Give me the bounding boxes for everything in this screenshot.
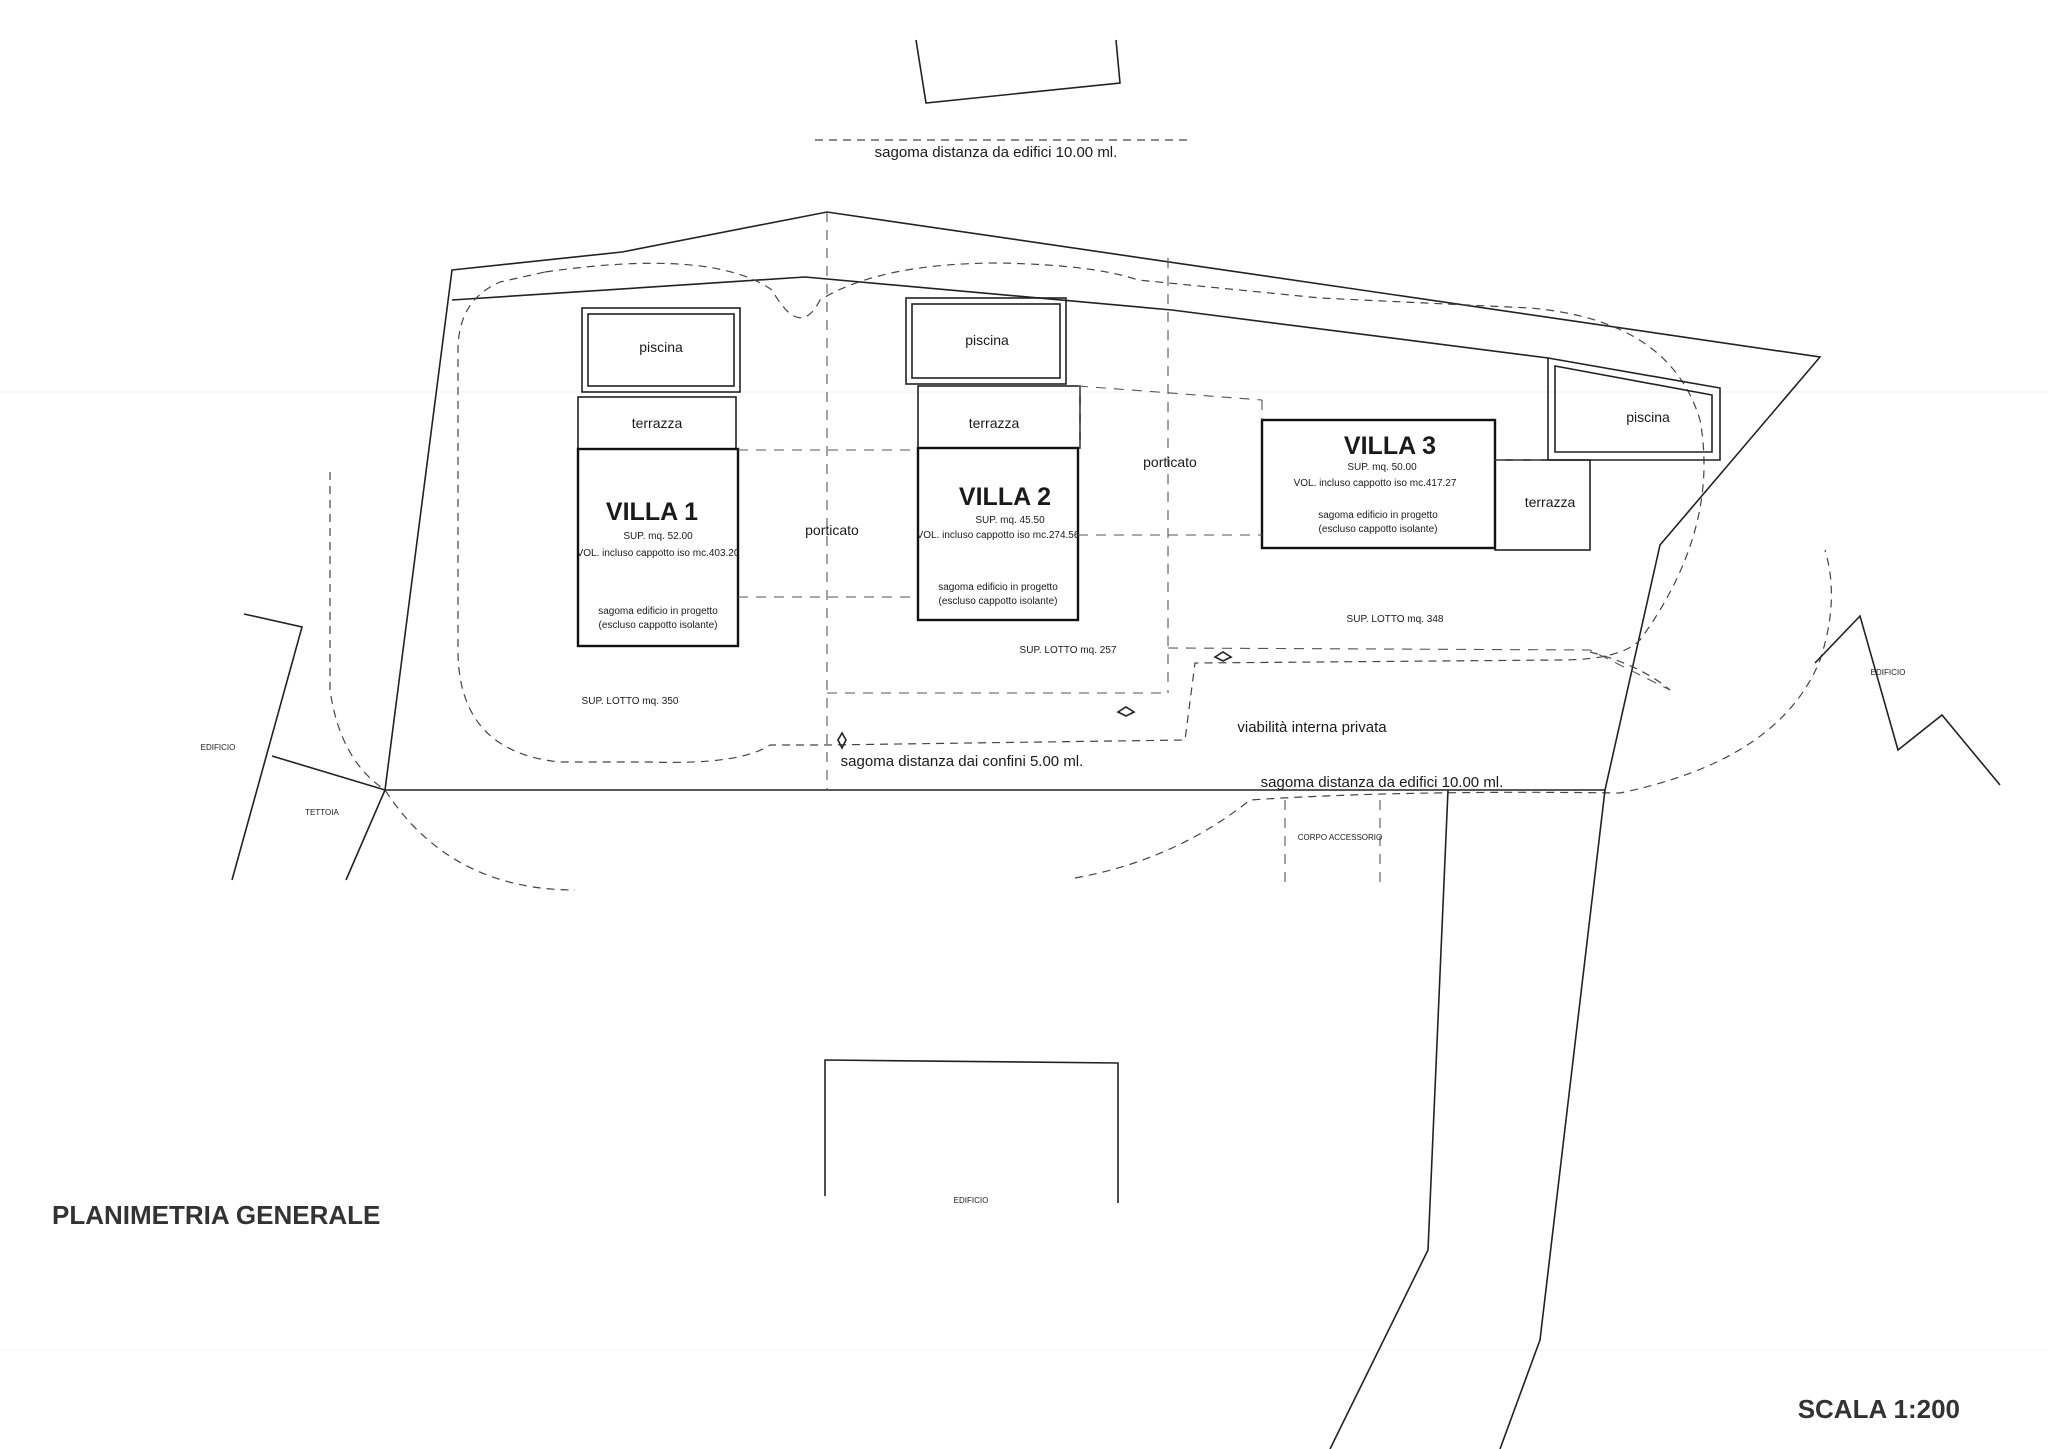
canopy-label: TETTOIA [305,808,339,817]
internal-road-label: viabilità interna privata [1237,719,1387,736]
left-building-label: EDIFICIO [201,743,236,752]
villa-3-pool-inner [1554,365,1713,453]
villa-1-lot-area: SUP. LOTTO mq. 350 [582,696,679,707]
access-road-right-edge [1499,789,1606,1449]
villa-2-title: VILLA 2 [959,483,1051,511]
villa-1-pool-inner [587,313,735,387]
villa-1-title: VILLA 1 [606,498,698,526]
villa-3-pool-outer [1547,357,1721,461]
villa-1-terrace-label: terrazza [632,415,683,431]
villa-1-volume: VOL. incluso cappotto iso mc.403.20 [577,548,740,559]
villa-2-volume: VOL. incluso cappotto iso mc.274.56 [917,530,1080,541]
villa-3-terrace-label: terrazza [1525,494,1576,510]
villa-3-area: SUP. mq. 50.00 [1347,462,1417,473]
access-road-left-edge [1329,789,1449,1449]
accessory-building-label: CORPO ACCESSORIO [1298,833,1382,842]
top-distance-label: sagoma distanza da edifici 10.00 ml. [875,144,1118,161]
villa-2-terrace-label: terrazza [969,415,1020,431]
villa-3-title: VILLA 3 [1344,432,1436,460]
villa-3-group: piscina terrazza VILLA 3 SUP. mq. 50.00 … [1260,357,1721,625]
villa-3-lot-area: SUP. LOTTO mq. 348 [1347,614,1444,625]
right-neighbor-building [1814,614,2001,786]
drawing-title: PLANIMETRIA GENERALE [52,1200,380,1230]
bottom-building-label: EDIFICIO [954,1196,989,1205]
inner-boundary-line [451,276,1549,359]
villa-2-outline-note-2: (escluso cappotto isolante) [939,596,1058,607]
boundary-setback-outline [457,262,1705,763]
villa-3-building [1260,418,1497,550]
left-distance-curve [329,472,576,891]
villa-1-outline-note-2: (escluso cappotto isolante) [599,620,718,631]
villa-2-lot-area: SUP. LOTTO mq. 257 [1020,645,1117,656]
villa-1-pool-outer [581,307,741,393]
drawing-scale: SCALA 1:200 [1798,1394,1960,1424]
internal-road-line [1167,647,1671,691]
villa-3-pool-label: piscina [1626,409,1670,425]
bottom-building-outline [824,1059,1119,1203]
porticato-label-1: porticato [805,522,859,538]
villa-3-outline-note-1: sagoma edificio in progetto [1318,510,1438,521]
access-markers [837,651,1233,750]
right-building-label: EDIFICIO [1871,668,1906,677]
lower-right-dashed [1589,651,1671,691]
accessory-building [1284,800,1381,886]
porticato-guides [738,385,1548,598]
villa-2-outline-note-1: sagoma edificio in progetto [938,582,1058,593]
villa-2-pool-label: piscina [965,332,1009,348]
bottom-distance-curve [1074,549,1833,879]
villa-3-volume: VOL. incluso cappotto iso mc.417.27 [1294,478,1457,489]
top-building-outline [915,39,1121,104]
villa-2-group: piscina terrazza VILLA 2 SUP. mq. 45.50 … [905,297,1117,656]
villa-1-building [576,447,740,648]
villa-1-outline-note-1: sagoma edificio in progetto [598,606,718,617]
porticato-label-2: porticato [1143,454,1197,470]
villa-3-outline-note-2: (escluso cappotto isolante) [1319,524,1438,535]
villa-2-pool-outer [905,297,1067,385]
villa-2-building [916,446,1080,622]
villa-1-area: SUP. mq. 52.00 [623,531,693,542]
left-neighbor-building [231,613,386,881]
boundary-distance-label: sagoma distanza dai confini 5.00 ml. [841,753,1084,770]
villa-1-group: piscina terrazza VILLA 1 SUP. mq. 52.00 … [576,307,741,707]
villa-1-pool-label: piscina [639,339,683,355]
villa-2-pool-inner [911,303,1061,379]
bottom-distance-label: sagoma distanza da edifici 10.00 ml. [1261,774,1504,791]
lot-boundary [384,211,1822,791]
villa-2-area: SUP. mq. 45.50 [975,515,1045,526]
